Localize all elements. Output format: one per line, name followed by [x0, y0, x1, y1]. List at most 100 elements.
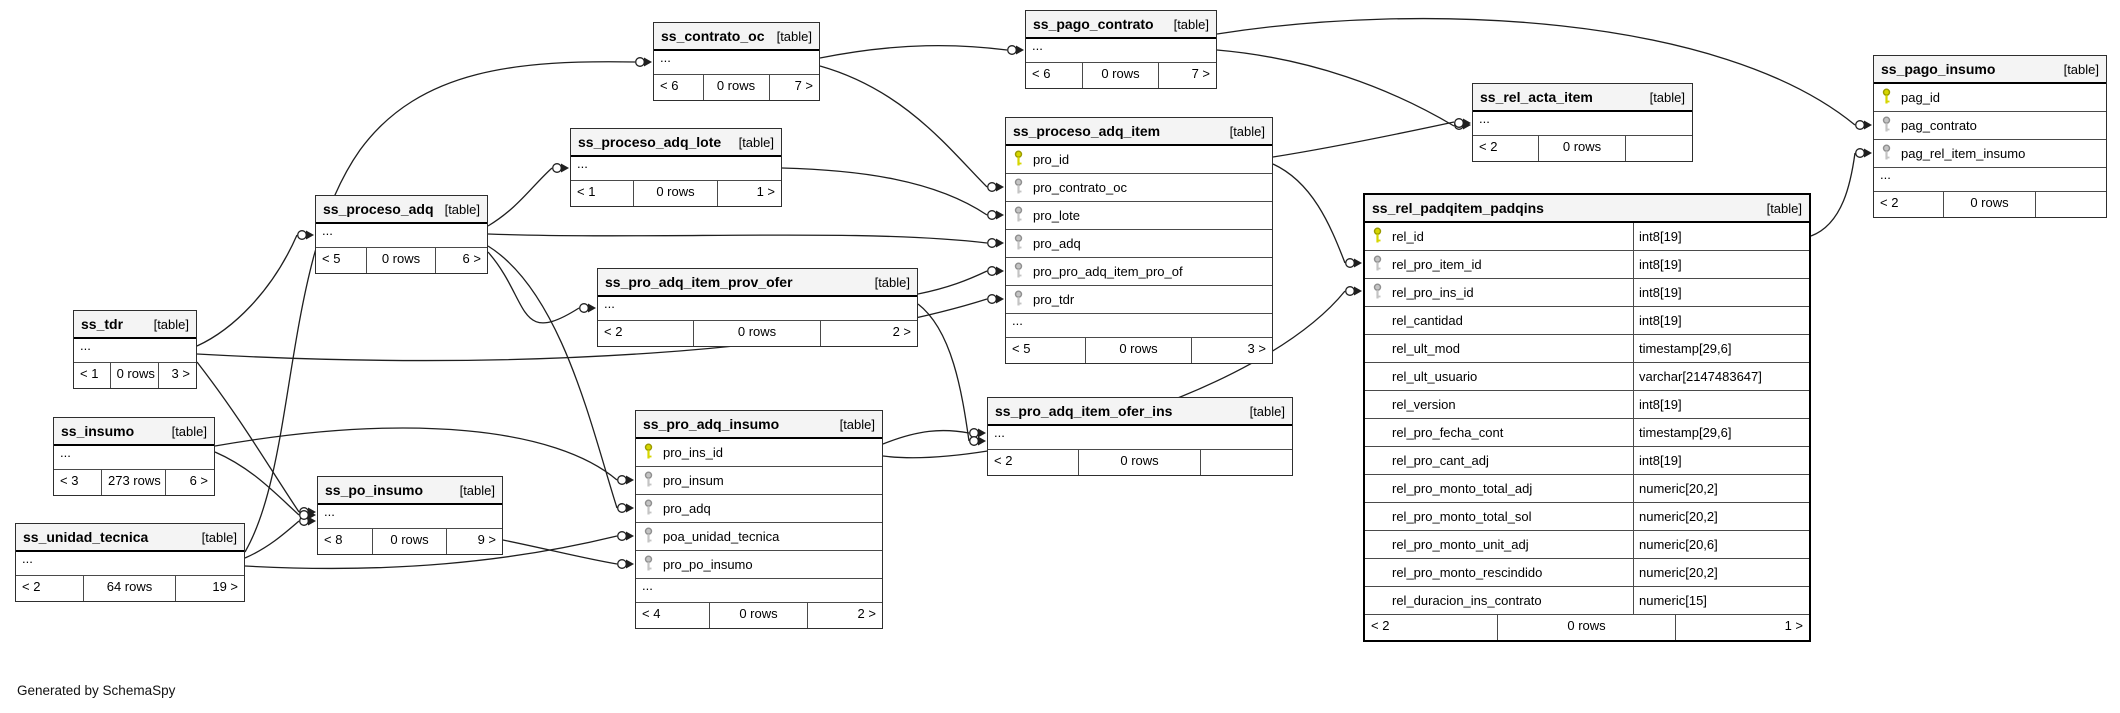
parents-count[interactable]: < 8: [318, 529, 374, 554]
children-count[interactable]: 1 >: [1784, 618, 1804, 633]
table-header[interactable]: ss_rel_acta_item[table]: [1473, 84, 1692, 112]
table-name[interactable]: ss_pago_insumo: [1881, 61, 1996, 77]
edge-ss_proceso_adq_item->ss_rel_padqitem_padqins.rel_pro_item_id: [1272, 163, 1362, 268]
parents-count[interactable]: < 2: [598, 321, 694, 346]
table-header[interactable]: ss_contrato_oc[table]: [654, 23, 819, 51]
table-name[interactable]: ss_pro_adq_item_ofer_ins: [995, 403, 1173, 419]
table-header[interactable]: ss_pro_adq_insumo[table]: [636, 411, 882, 439]
parents-count[interactable]: < 4: [636, 603, 710, 628]
table-header[interactable]: ss_proceso_adq [table]: [316, 196, 487, 224]
row-count: 0 rows: [373, 529, 447, 554]
edge-ss_pro_adq_item_prov_ofer->ss_pro_adq_item_ofer_ins: [917, 303, 986, 446]
column-name: rel_pro_monto_total_adj: [1392, 481, 1533, 496]
parents-count[interactable]: < 1: [74, 363, 111, 388]
children-count[interactable]: 6 >: [462, 251, 481, 266]
parents-count[interactable]: < 2: [1874, 192, 1944, 217]
table-header[interactable]: ss_proceso_adq_lote[table]: [571, 129, 781, 157]
parents-count[interactable]: < 5: [1006, 338, 1086, 363]
children-count[interactable]: 9 >: [477, 532, 497, 547]
children-count[interactable]: [1626, 136, 1692, 161]
table-header[interactable]: ss_pro_adq_item_prov_ofer[table]: [598, 269, 917, 297]
edge-ss_insumo->ss_pro_adq_insumo.pro_insum: [214, 427, 634, 485]
table-name[interactable]: ss_pro_adq_item_prov_ofer: [605, 274, 793, 290]
children-count[interactable]: 19 >: [212, 579, 239, 594]
table-header[interactable]: ss_tdr[table]: [74, 311, 196, 339]
table-tag: [table]: [444, 201, 480, 217]
column-row: pag_contrato: [1874, 112, 2106, 140]
parents-count[interactable]: < 2: [1365, 615, 1499, 640]
children-count[interactable]: 1 >: [756, 184, 775, 199]
table-header[interactable]: ss_insumo[table]: [54, 418, 214, 446]
table-header[interactable]: ss_po_insumo[table]: [318, 477, 502, 505]
parents-count[interactable]: < 2: [16, 576, 85, 601]
column-name: pro_po_insumo: [663, 557, 753, 572]
table-name[interactable]: ss_proceso_adq_lote: [578, 134, 722, 150]
table-header[interactable]: ss_proceso_adq_item[table]: [1006, 118, 1272, 146]
column-type: numeric[20,2]: [1633, 503, 1809, 530]
children-count[interactable]: 3 >: [171, 366, 190, 381]
table-name[interactable]: ss_rel_padqitem_padqins: [1372, 200, 1544, 216]
table-header[interactable]: ss_unidad_tecnica[table]: [16, 524, 244, 552]
parents-count[interactable]: < 6: [1026, 63, 1083, 88]
parents-count[interactable]: < 2: [988, 450, 1080, 475]
row-count: 0 rows: [1083, 63, 1159, 88]
column-row: pro_ins_id: [636, 439, 882, 467]
table-header[interactable]: ss_pago_contrato[table]: [1026, 11, 1216, 39]
table-name[interactable]: ss_rel_acta_item: [1480, 89, 1593, 105]
table-name[interactable]: ss_tdr: [81, 316, 124, 332]
foreign-key-icon: [1012, 205, 1025, 226]
children-count[interactable]: 2 >: [857, 606, 876, 621]
children-count[interactable]: [1201, 450, 1292, 475]
column-row: pag_rel_item_insumo: [1874, 140, 2106, 168]
row-count: 0 rows: [1944, 192, 2037, 217]
children-count[interactable]: 7 >: [794, 78, 813, 93]
table-name[interactable]: ss_pro_adq_insumo: [643, 416, 780, 432]
table-header[interactable]: ss_pro_adq_item_ofer_ins[table]: [988, 398, 1292, 426]
column-row: pro_lote: [1006, 202, 1272, 230]
table-name[interactable]: ss_po_insumo: [325, 482, 424, 498]
foreign-key-icon: [642, 498, 655, 519]
table-header[interactable]: ss_rel_padqitem_padqins[table]: [1365, 195, 1809, 223]
edge-ss_tdr->ss_proceso_adq: [196, 230, 314, 347]
parents-count[interactable]: < 5: [316, 248, 368, 273]
children-count[interactable]: 3 >: [1247, 341, 1266, 356]
table-name[interactable]: ss_unidad_tecnica: [23, 529, 149, 545]
table-name[interactable]: ss_pago_contrato: [1033, 16, 1154, 32]
children-count[interactable]: [2036, 192, 2106, 217]
parents-count[interactable]: < 1: [571, 181, 634, 206]
children-count[interactable]: 7 >: [1191, 66, 1210, 81]
parents-count[interactable]: < 2: [1473, 136, 1539, 161]
column-type: int8[19]: [1633, 307, 1809, 334]
table-name[interactable]: ss_contrato_oc: [661, 28, 765, 44]
row-count: 64 rows: [84, 576, 176, 601]
table-name[interactable]: ss_proceso_adq_item: [1013, 123, 1161, 139]
table-name[interactable]: ss_proceso_adq: [323, 201, 434, 217]
edge-ss_insumo->ss_po_insumo: [214, 451, 316, 520]
children-count[interactable]: 2 >: [892, 324, 912, 339]
children-count[interactable]: 6 >: [189, 473, 208, 488]
table-name[interactable]: ss_insumo: [61, 423, 135, 439]
table-header[interactable]: ss_pago_insumo[table]: [1874, 56, 2106, 84]
column-name: pag_id: [1901, 90, 1941, 105]
hidden-columns-ellipsis: ...: [598, 297, 917, 321]
parents-count[interactable]: < 3: [54, 470, 102, 495]
parents-count[interactable]: < 6: [654, 75, 704, 100]
column-type: numeric[20,2]: [1633, 559, 1809, 586]
